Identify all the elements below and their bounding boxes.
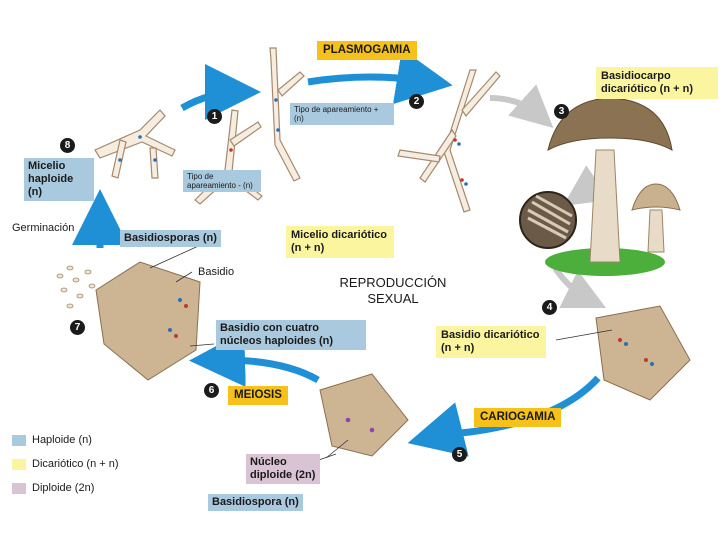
arrow-cariogamia — [407, 375, 601, 457]
cariogamia-label: CARIOGAMIA — [474, 408, 562, 427]
basidiocarpo-label: Basidiocarpo dicariótico (n + n) — [596, 67, 718, 99]
step-3-badge: 3 — [554, 104, 569, 119]
grey-arrow-to-basidio — [552, 266, 607, 309]
meiosis-label: MEIOSIS — [228, 386, 288, 405]
arrow-1-plasmogamy — [180, 64, 261, 121]
basidio-label: Basidio — [198, 266, 235, 278]
arrow-2-plasmogamy — [307, 48, 453, 105]
legend-label-haploid: Haploide (n) — [32, 434, 92, 446]
arrow-meiosis — [189, 331, 320, 387]
step-5-badge: 5 — [452, 447, 467, 462]
basidio-cuatro-label: Basidio con cuatro núcleos haploides (n) — [216, 320, 366, 350]
germinacion-label: Germinación — [12, 222, 75, 234]
legend-swatch-haploid — [12, 435, 26, 446]
legend-item-dikaryotic: Dicariótico (n + n) — [12, 458, 119, 471]
mushroom-icon — [545, 97, 681, 276]
step-2-badge: 2 — [409, 94, 424, 109]
basidium-cluster-icon — [95, 261, 691, 457]
legend-swatch-dikaryotic — [12, 459, 26, 470]
step-6-badge: 6 — [204, 383, 219, 398]
nuclei — [118, 98, 468, 186]
basidio-dicariotico-label: Basidio dicariótico (n + n) — [436, 326, 546, 358]
basidiospora-label: Basidiospora (n) — [208, 494, 303, 511]
mating-minus-label: Tipo de apareamiento - (n) — [183, 170, 261, 192]
basidiosporas-label: Basidiosporas (n) — [120, 230, 221, 247]
step-8-badge: 8 — [60, 138, 75, 153]
title-line-2: SEXUAL — [367, 291, 419, 306]
cluster-nuclei — [168, 298, 654, 433]
step-1-badge: 1 — [207, 109, 222, 124]
step-4-badge: 4 — [542, 300, 557, 315]
diagram-title: REPRODUCCIÓN SEXUAL — [318, 275, 468, 307]
legend-item-haploid: Haploide (n) — [12, 434, 92, 447]
micelio-haploide-label: Micelio haploide (n) — [24, 158, 94, 201]
hypha-icon — [94, 47, 501, 213]
legend-label-dikaryotic: Dicariótico (n + n) — [32, 458, 119, 470]
step-7-badge: 7 — [70, 320, 85, 335]
plasmogamia-label: PLASMOGAMIA — [317, 41, 417, 60]
legend-item-diploid: Diploide (2n) — [12, 482, 94, 495]
legend-label-diploid: Diploide (2n) — [32, 482, 95, 494]
grey-arrow-to-mushroom — [489, 84, 554, 129]
spores — [56, 265, 96, 309]
mating-plus-label: Tipo de apareamiento + (n) — [290, 103, 394, 125]
title-line-1: REPRODUCCIÓN — [339, 275, 447, 290]
nucleo-diploide-label: Núcleo diploide (2n) — [246, 454, 320, 484]
micelio-dicariotico-label: Micelio dicariótico (n + n) — [286, 226, 394, 258]
gill-icon — [519, 191, 577, 249]
legend-swatch-diploid — [12, 483, 26, 494]
